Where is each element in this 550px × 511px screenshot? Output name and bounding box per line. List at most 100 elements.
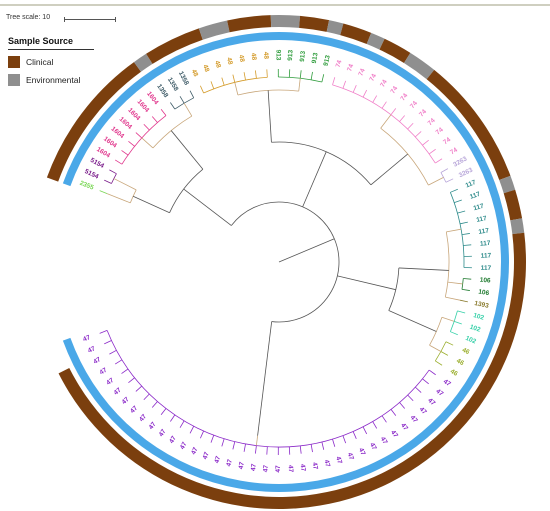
leaf-label: 47 <box>409 414 419 424</box>
leaf-branch <box>428 369 436 376</box>
leaf-branch <box>390 108 397 115</box>
leaf-label: 47 <box>399 422 409 432</box>
leaf-branch <box>170 414 176 422</box>
leaf-label: 48 <box>262 52 269 60</box>
leaf-branch <box>99 330 108 334</box>
source-ring-segment <box>146 28 203 64</box>
leaf-label: 74 <box>379 78 389 88</box>
leaf-label: 5154 <box>83 168 99 181</box>
leaf-label: 102 <box>472 312 485 322</box>
leaf-label: 74 <box>335 59 344 68</box>
internal-branch <box>447 281 463 285</box>
leaf-label: 117 <box>465 179 478 190</box>
leaf-branch <box>200 85 204 94</box>
leaf-label: 47 <box>426 397 436 407</box>
leaf-branch <box>381 101 387 109</box>
leaf-label: 47 <box>311 462 319 471</box>
internal-branch <box>298 78 301 92</box>
legend-swatch-environmental <box>8 74 20 86</box>
leaf-label: 74 <box>435 126 445 136</box>
leaf-branch <box>221 438 225 447</box>
leaf-branch <box>332 438 336 447</box>
leaf-label: 47 <box>357 447 366 457</box>
leaf-branch <box>422 378 429 385</box>
tree-scale-label: Tree scale: 10 <box>6 14 51 21</box>
leaf-label: 47 <box>213 455 222 464</box>
leaf-label: 1604 <box>95 146 111 160</box>
leaf-branch <box>160 408 167 416</box>
leaf-label: 47 <box>323 459 332 468</box>
leaf-branch <box>352 85 357 93</box>
leaf-branch <box>160 108 167 116</box>
leaf-label: 47 <box>113 386 123 396</box>
leaf-label: 102 <box>469 324 482 334</box>
internal-branch <box>337 275 396 291</box>
leaf-branch <box>109 169 117 175</box>
leaf-branch <box>422 139 429 146</box>
leaf-branch <box>461 288 470 291</box>
leaf-branch <box>266 69 268 78</box>
leaf-label: 47 <box>92 356 102 366</box>
leaf-branch <box>255 445 257 454</box>
leaf-label: 48 <box>250 53 258 61</box>
leaf-label: 117 <box>478 227 490 236</box>
leaf-branch <box>179 420 185 428</box>
leaf-branch <box>189 90 195 99</box>
leaf-label: 913 <box>287 49 295 61</box>
leaf-label: 117 <box>480 240 491 248</box>
leaf-branch <box>151 116 158 123</box>
leaf-branch <box>399 402 406 409</box>
source-ring-segment <box>270 14 301 28</box>
leaf-branch <box>457 210 466 214</box>
internal-branch <box>255 435 259 446</box>
internal-branch <box>113 178 137 191</box>
leaf-branch <box>104 340 112 345</box>
leaf-branch <box>435 360 443 366</box>
leaf-branch <box>135 385 143 392</box>
leaf-label: 47 <box>379 436 389 446</box>
leaf-label: 47 <box>148 421 158 431</box>
leaf-branch <box>243 72 246 81</box>
source-ring-segment <box>379 38 411 63</box>
leaf-branch <box>221 77 225 86</box>
leaf-branch <box>255 70 257 79</box>
leaf-branch <box>435 158 443 164</box>
leaf-label: 106 <box>478 289 490 298</box>
leaf-label: 47 <box>225 458 234 467</box>
internal-branch <box>388 310 437 332</box>
leaf-label: 47 <box>275 465 282 473</box>
leaf-label: 913 <box>299 50 307 62</box>
leaf-label: 913 <box>274 50 281 61</box>
leaf-label: 117 <box>469 191 482 201</box>
leaf-branch <box>362 89 368 98</box>
leaf-label: 48 <box>225 57 234 66</box>
internal-branch <box>106 193 131 204</box>
leaf-branch <box>170 102 176 110</box>
leaf-branch <box>143 393 150 401</box>
leaf-label: 48 <box>237 54 245 63</box>
internal-branch <box>446 228 462 233</box>
source-ring-segment <box>133 53 153 72</box>
legend-label-environmental: Environmental <box>26 75 81 85</box>
leaf-branch <box>114 359 123 365</box>
leaf-label: 74 <box>449 146 459 156</box>
leaf-branch <box>266 446 268 455</box>
internal-branch <box>183 102 193 117</box>
source-ring-segment <box>426 69 511 180</box>
leaf-label: 46 <box>449 368 459 378</box>
top-divider <box>0 4 550 6</box>
leaf-branch <box>457 310 466 314</box>
leaf-label: 47 <box>82 334 92 343</box>
source-ring-segment <box>510 218 525 235</box>
leaf-branch <box>407 394 414 402</box>
leaf-branch <box>440 168 449 173</box>
leaf-label: 1604 <box>102 135 118 149</box>
internal-branch <box>398 267 449 271</box>
leaf-label: 47 <box>368 442 378 452</box>
leaf-label: 913 <box>323 54 332 67</box>
source-ring-segment <box>403 52 435 80</box>
source-ring-segment <box>503 189 523 221</box>
legend-item-clinical: Clinical <box>8 56 94 68</box>
leaf-branch <box>299 70 302 79</box>
leaf-branch <box>415 386 422 393</box>
